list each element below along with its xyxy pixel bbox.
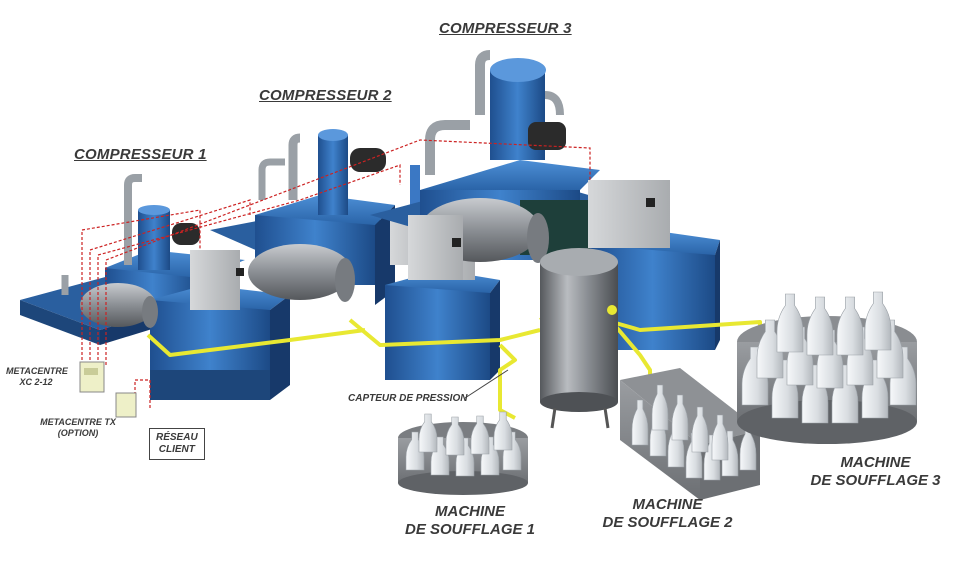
metacentre-xc-label-line2: XC 2-12 bbox=[19, 377, 53, 387]
bottle bbox=[691, 406, 709, 453]
capteur-label: CAPTEUR DE PRESSION bbox=[348, 393, 468, 404]
metacentre-tx-label: METACENTRE TX (OPTION) bbox=[36, 417, 120, 439]
compressor-2-title: COMPRESSEUR 2 bbox=[259, 87, 392, 104]
machine-3-label-line2: DE SOUFFLAGE 3 bbox=[810, 472, 941, 489]
metacentre-xc-label: METACENTRE XC 2-12 bbox=[6, 366, 68, 388]
machine-3-label-line1: MACHINE bbox=[840, 454, 911, 471]
bottle bbox=[836, 296, 864, 356]
machine-2-label: MACHINE DE SOUFFLAGE 2 bbox=[600, 496, 735, 532]
air-receiver-tank bbox=[540, 248, 618, 429]
reseau-client-line1: RÉSEAU bbox=[156, 432, 198, 443]
metacentre-xc-box bbox=[79, 361, 105, 393]
machine-2-label-line2: DE SOUFFLAGE 2 bbox=[602, 514, 733, 531]
machine-1-label-line1: MACHINE bbox=[435, 503, 505, 520]
metacentre-tx-label-line1: METACENTRE TX bbox=[40, 417, 116, 427]
capteur-pointer bbox=[464, 369, 509, 399]
compressor-1-title: COMPRESSEUR 1 bbox=[74, 146, 207, 163]
machine-1-label-line2: DE SOUFFLAGE 1 bbox=[405, 521, 536, 538]
blow-molding-machine-3 bbox=[737, 291, 917, 444]
metacentre-tx-label-line2: (OPTION) bbox=[57, 428, 99, 438]
bottle bbox=[711, 414, 729, 461]
bottle bbox=[864, 291, 892, 351]
bottle bbox=[739, 424, 757, 471]
metacentre-tx-box bbox=[115, 392, 137, 418]
bottle bbox=[776, 293, 804, 353]
compressor-1-unit bbox=[20, 174, 290, 400]
reseau-client-line2: CLIENT bbox=[158, 444, 195, 455]
machine-3-label: MACHINE DE SOUFFLAGE 3 bbox=[808, 454, 943, 490]
bottle bbox=[671, 394, 689, 441]
blow-molding-machine-1 bbox=[398, 411, 528, 495]
machine-2-label-line1: MACHINE bbox=[632, 496, 703, 513]
reseau-client-box: RÉSEAU CLIENT bbox=[149, 428, 205, 460]
compressor-3-title: COMPRESSEUR 3 bbox=[439, 20, 572, 37]
signal-cables bbox=[81, 139, 591, 410]
bottle bbox=[631, 399, 649, 446]
bottle bbox=[418, 413, 438, 453]
machine-1-label: MACHINE DE SOUFFLAGE 1 bbox=[405, 503, 535, 539]
bottle bbox=[493, 411, 513, 451]
bottle bbox=[806, 296, 834, 356]
metacentre-xc-label-line1: METACENTRE bbox=[6, 366, 68, 376]
bottle bbox=[651, 384, 669, 431]
blow-molding-machine-2 bbox=[620, 368, 760, 500]
bottle bbox=[470, 415, 490, 455]
bottle bbox=[445, 416, 465, 456]
